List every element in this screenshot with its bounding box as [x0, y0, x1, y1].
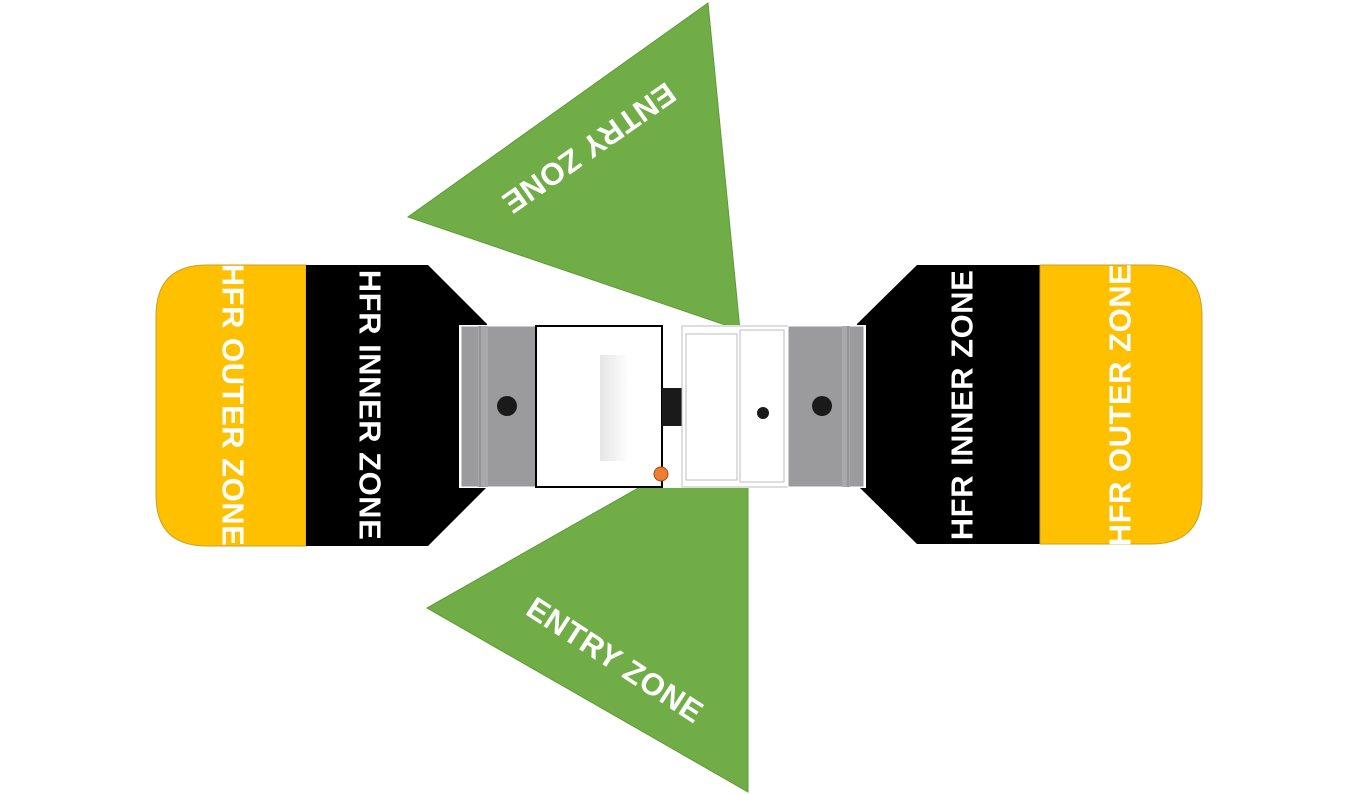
cabinet-latch: [662, 388, 682, 426]
entry-zone-top: [406, 2, 741, 331]
hfr-outer-zone-left-label: HFR OUTER ZONE: [216, 264, 251, 547]
machine-assembly: [459, 325, 866, 488]
hfr-inner-zone-right: [857, 265, 1040, 544]
cabinet-window: [600, 355, 630, 461]
hfr-outer-zone-left: [155, 264, 307, 547]
hfr-outer-zone-right: [1039, 264, 1203, 545]
main-cabinet: [535, 325, 663, 488]
side-cabinet-dot: [757, 407, 769, 419]
hfr-inner-zone-right-label: HFR INNER ZONE: [945, 270, 980, 541]
hfr-outer-zone-right-label: HFR OUTER ZONE: [1103, 264, 1138, 547]
orange-marker: [653, 466, 669, 482]
left-module-dot: [497, 396, 517, 416]
hfr-inner-zone-left-label: HFR INNER ZONE: [353, 270, 388, 541]
right-module-dot: [812, 396, 832, 416]
hfr-inner-zone-left: [306, 265, 487, 546]
